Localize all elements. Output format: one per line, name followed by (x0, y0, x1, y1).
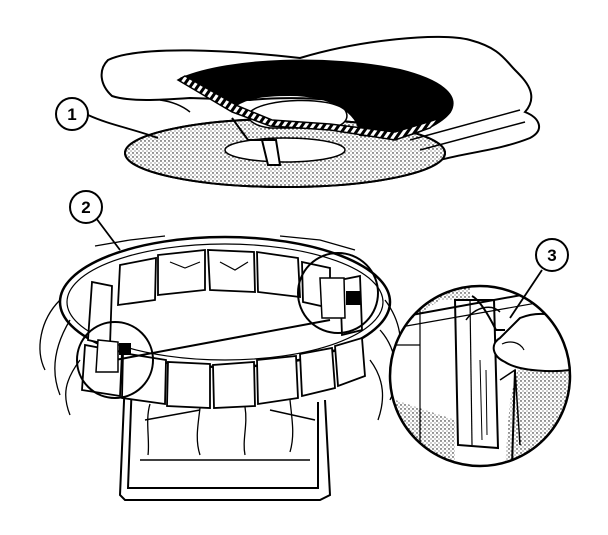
detail-panel (453, 299, 500, 450)
callout-3-label: 3 (547, 246, 556, 265)
clip-hook (260, 139, 282, 166)
dark-pad (179, 59, 454, 140)
back-panels (117, 248, 331, 310)
callout-2: 2 (69, 190, 121, 251)
callout-1: 1 (55, 97, 159, 139)
callout-2-label: 2 (81, 198, 90, 217)
detail-circle-left (76, 321, 154, 399)
top-assembly (100, 35, 540, 188)
detail-circle-right (297, 252, 379, 334)
callout-1-label: 1 (67, 105, 76, 124)
ring-assembly (39, 235, 401, 501)
callout-3: 3 (509, 238, 569, 319)
detail-magnified-view (388, 284, 572, 468)
stand-base (118, 377, 332, 501)
